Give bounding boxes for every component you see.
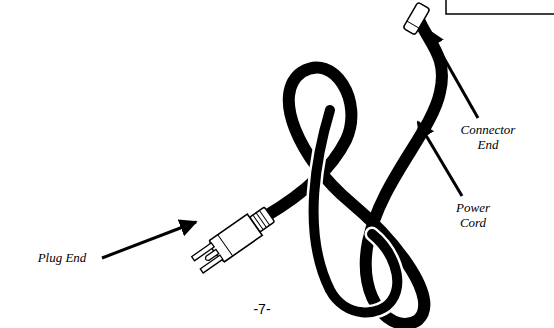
connector-end xyxy=(403,2,430,35)
part-label: Power Cord xyxy=(448,200,498,230)
leader-arrows xyxy=(102,30,478,258)
part-label: Connector End xyxy=(458,122,518,152)
power-cord xyxy=(266,22,442,324)
page-number: -7- xyxy=(240,302,284,317)
part-label: Plug End xyxy=(22,250,102,265)
device-outline xyxy=(446,0,554,14)
plug-end xyxy=(190,204,277,276)
